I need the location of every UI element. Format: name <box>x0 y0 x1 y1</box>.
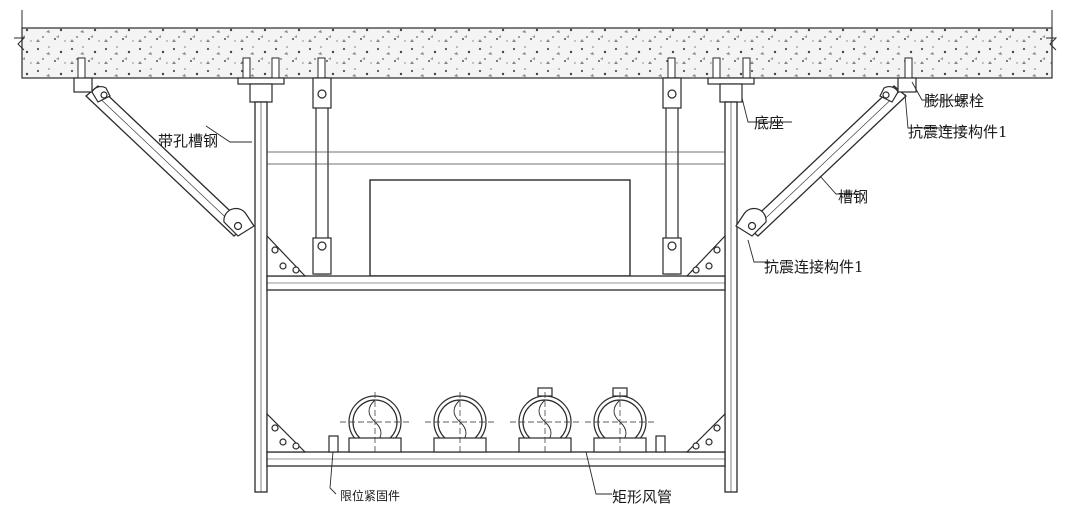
label-slotted-channel: 带孔槽钢 <box>158 132 218 150</box>
upper-rectangular-duct <box>369 179 631 277</box>
vertical-channels <box>254 101 738 493</box>
label-seismic-connector-mid: 抗震连接构件1 <box>764 258 864 276</box>
limit-fastener-right <box>655 435 666 453</box>
circular-ducts <box>328 387 666 455</box>
label-seismic-connector-top: 抗震连接构件1 <box>908 123 1008 141</box>
limit-fastener-left <box>328 435 339 453</box>
round-duct-2 <box>425 392 495 455</box>
round-duct-4 <box>585 387 655 455</box>
corner-brackets <box>266 234 726 453</box>
label-rect-duct: 矩形风管 <box>612 488 672 506</box>
round-duct-1 <box>340 392 410 455</box>
round-duct-3 <box>510 387 580 455</box>
guide-lines <box>267 151 725 165</box>
lower-crossbeam <box>266 451 726 467</box>
upper-crossbeam <box>266 275 726 291</box>
label-expansion-bolt: 膨胀螺栓 <box>924 92 984 110</box>
inner-hangers <box>312 77 682 275</box>
label-base: 底座 <box>754 114 784 132</box>
label-channel-steel: 槽钢 <box>838 188 868 206</box>
leader-lines <box>205 81 965 495</box>
seismic-connectors <box>73 77 917 237</box>
concrete-slab <box>14 10 1058 79</box>
label-limit-fastener: 限位紧固件 <box>340 488 400 503</box>
